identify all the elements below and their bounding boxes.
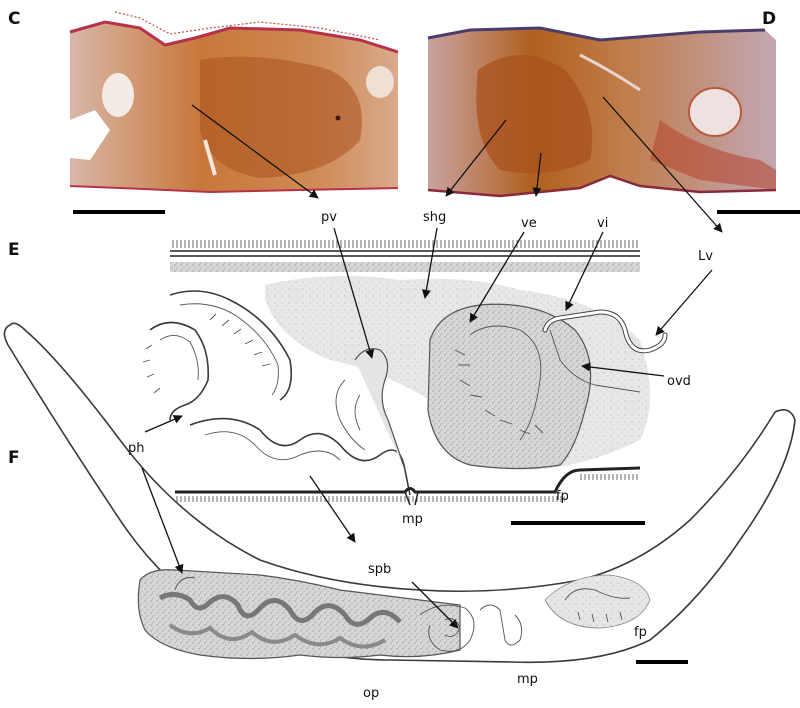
arrow-ovd-e	[581, 362, 665, 377]
label-fp-f: fp	[634, 625, 647, 640]
micrograph-c	[69, 11, 399, 194]
arrow-ve-e	[469, 231, 525, 323]
label-arrows	[141, 96, 723, 629]
arrow-spb-e	[309, 475, 356, 543]
penis-bulb-f	[419, 604, 523, 652]
pharynx-f	[137, 569, 461, 660]
panel-letter-e: E	[8, 240, 20, 260]
pharynx-e	[142, 290, 293, 421]
vagina-region	[427, 303, 592, 470]
label-pv: pv	[321, 210, 337, 225]
arrow-ph-f	[141, 467, 184, 574]
label-op: op	[363, 686, 379, 701]
label-lv: Lv	[698, 249, 713, 264]
label-mp-f: mp	[517, 672, 538, 687]
vagina-f	[544, 574, 651, 629]
label-ph: ph	[128, 441, 145, 456]
label-shg: shg	[423, 210, 446, 225]
arrow-vi-e	[565, 231, 604, 311]
arrow-spb-f	[411, 581, 459, 629]
label-spb: spb	[368, 562, 391, 577]
panel-letter-c: C	[8, 9, 20, 29]
arrow-shg-d	[445, 119, 507, 197]
ventral-body-wall	[175, 466, 641, 506]
arrow-ve-d	[532, 152, 542, 197]
panel-letter-d: D	[762, 9, 776, 29]
arrow-lv-e	[655, 269, 713, 336]
dorsal-body-wall	[170, 240, 640, 272]
arrow-pv-c	[191, 104, 319, 199]
label-ve: ve	[521, 216, 537, 231]
arrow-shg-e	[421, 227, 438, 299]
label-mp-e: mp	[402, 512, 423, 527]
arrow-ph-e	[144, 415, 183, 433]
penis-bulb-e	[189, 348, 411, 496]
label-fp-e: fp	[556, 489, 569, 504]
panel-letter-f: F	[8, 448, 20, 468]
label-vi: vi	[597, 216, 608, 231]
arrow-lv-d	[602, 96, 723, 233]
micrograph-d	[427, 26, 777, 198]
arrow-pv-e	[333, 227, 375, 359]
label-ovd: ovd	[667, 374, 691, 389]
